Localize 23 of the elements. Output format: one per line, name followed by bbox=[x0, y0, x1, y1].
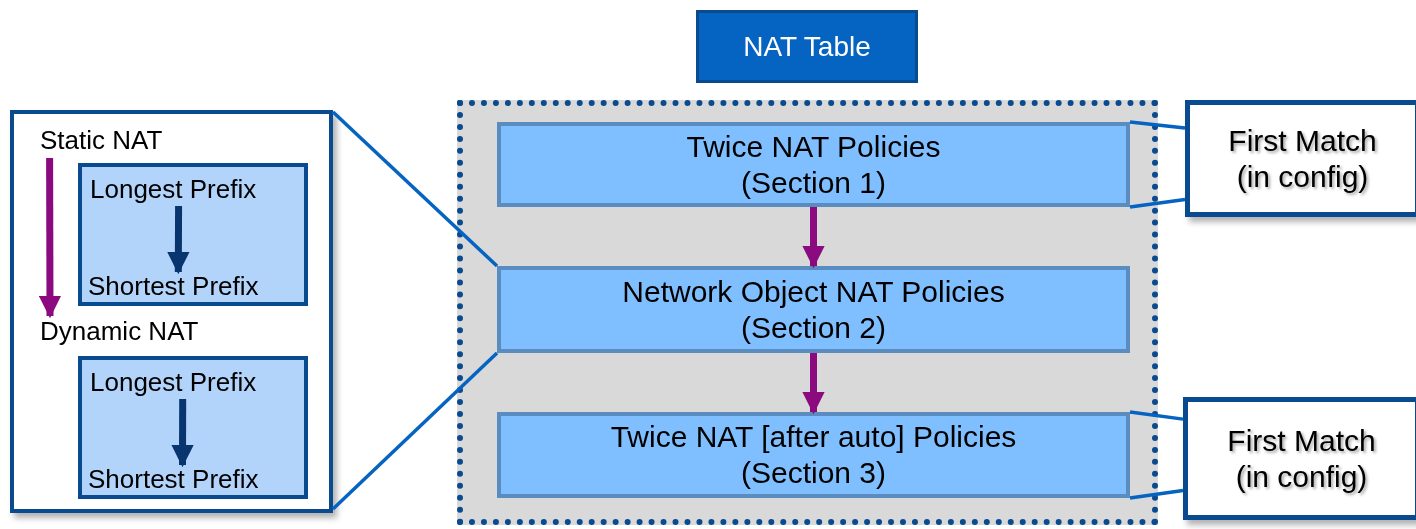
prefix-box bbox=[78, 163, 308, 306]
callout-line bbox=[331, 110, 499, 268]
zoom-panel bbox=[10, 110, 333, 513]
text-label: Longest Prefix bbox=[90, 174, 296, 206]
note-box: First Match (in config) bbox=[1183, 397, 1416, 520]
text-label: Shortest Prefix bbox=[88, 465, 298, 495]
text-label: Shortest Prefix bbox=[88, 272, 298, 302]
callout-line bbox=[1129, 120, 1186, 130]
note-box: First Match (in config) bbox=[1185, 100, 1416, 217]
policy-box: Twice NAT Policies (Section 1) bbox=[497, 122, 1130, 207]
callout-line bbox=[331, 351, 499, 511]
arrow bbox=[802, 207, 825, 269]
policy-box: Twice NAT [after auto] Policies (Section 3) bbox=[497, 412, 1130, 498]
title-box: NAT Table bbox=[696, 10, 918, 83]
callout-line bbox=[1129, 488, 1184, 500]
policy-box: Network Object NAT Policies (Section 2) bbox=[497, 266, 1130, 353]
callout-line bbox=[1129, 197, 1186, 209]
text-label: Static NAT bbox=[40, 124, 200, 158]
text-label: Dynamic NAT bbox=[40, 316, 240, 348]
arrow bbox=[802, 353, 825, 415]
prefix-box bbox=[78, 356, 308, 499]
text-label: Longest Prefix bbox=[90, 367, 296, 399]
table-container bbox=[457, 100, 1158, 525]
